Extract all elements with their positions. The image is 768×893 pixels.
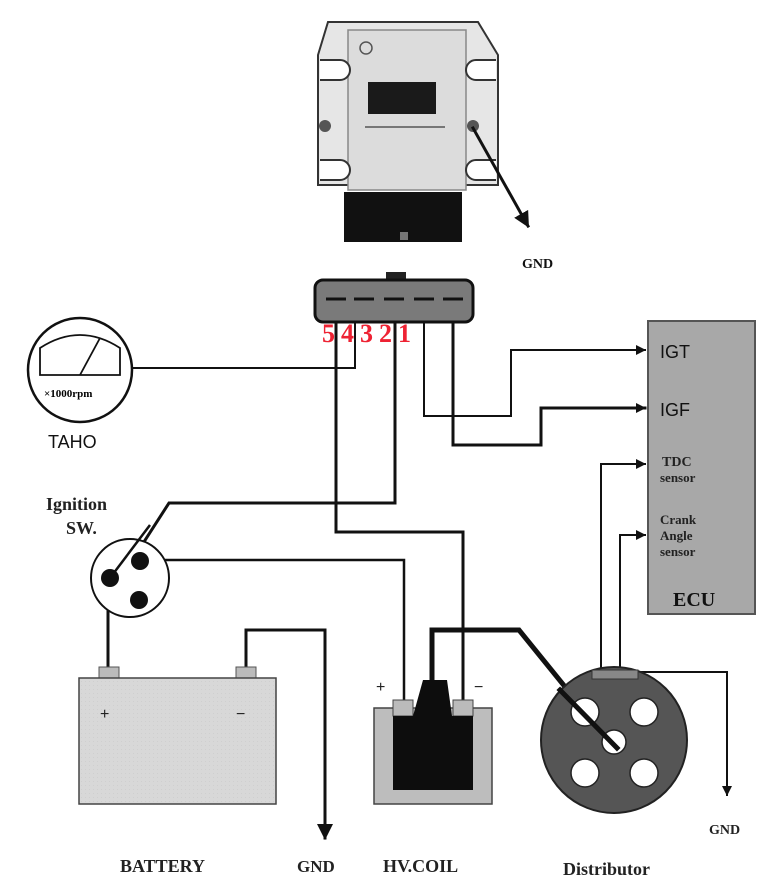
ignition-switch	[90, 524, 170, 618]
battery-ground-label: GND	[297, 857, 335, 876]
ecu-box	[647, 320, 756, 615]
distributor-label: Distributor	[563, 859, 650, 879]
ignition-switch-label-line2: SW.	[66, 518, 97, 538]
wires	[106, 320, 732, 840]
battery-minus: −	[236, 706, 245, 723]
ecu-input-crank-line3: sensor	[660, 544, 696, 559]
wire-ignition-coil-positive	[138, 558, 406, 702]
wire-battery-ground	[244, 628, 333, 840]
distributor-ground-label: GND	[709, 823, 740, 838]
wire-pin3-igt	[423, 321, 646, 417]
wire-pin4-ignition	[137, 320, 397, 551]
wire-distributor-crank	[619, 530, 646, 673]
ecu-input-igf: IGF	[660, 400, 690, 420]
hv-coil	[373, 680, 493, 805]
tacho-label: TAHO	[48, 432, 97, 452]
wire-pin2-igf	[451, 320, 647, 447]
distributor	[540, 666, 688, 814]
battery-plus: +	[100, 706, 109, 723]
battery-label: BATTERY	[120, 856, 205, 876]
module-connector	[313, 272, 475, 324]
tachometer: ×1000rpm	[26, 316, 134, 424]
wire-distributor-tdc	[600, 459, 646, 673]
ignition-switch-label-line1: Ignition	[46, 494, 107, 514]
ignition-module	[317, 21, 499, 242]
distributor-rotor-wire	[556, 686, 621, 752]
ecu-input-tdc-line1: TDC	[662, 455, 692, 470]
connector-pin-numbers: 54321	[322, 319, 417, 348]
ecu-label: ECU	[673, 589, 715, 611]
tacho-scale-label: ×1000rpm	[44, 388, 92, 400]
wire-pin5-coil-negative	[334, 320, 465, 702]
module-ground-label: GND	[522, 257, 553, 272]
ecu-input-crank-line2: Angle	[660, 528, 693, 543]
wire-distributor-ground	[636, 671, 732, 796]
ecu-input-crank-line1: Crank	[660, 512, 697, 527]
coil-minus: −	[474, 679, 483, 696]
coil-label: HV.COIL	[383, 856, 458, 876]
tacho-needle-icon	[79, 337, 101, 376]
coil-plus: +	[376, 679, 385, 696]
wire-pin5-tacho	[132, 321, 356, 369]
ecu-input-igt: IGT	[660, 342, 690, 362]
battery	[78, 666, 277, 805]
module-ground-wire	[470, 125, 531, 229]
ecu-input-tdc-line2: sensor	[660, 470, 696, 485]
